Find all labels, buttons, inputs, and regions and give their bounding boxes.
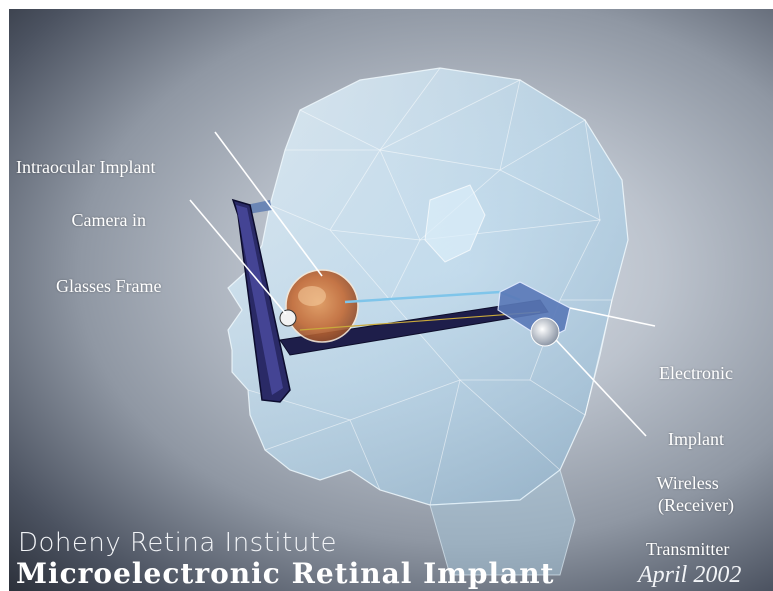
diagram-title: Microelectronic Retinal Implant (16, 557, 555, 590)
head-shape (228, 68, 628, 505)
diagram-date: April 2002 (638, 562, 741, 589)
label-camera: Camera in Glasses Frame (56, 165, 161, 341)
label-camera-line2: Glasses Frame (56, 275, 161, 297)
institute-name: Doheny Retina Institute (18, 528, 337, 558)
transmitter-module (531, 318, 559, 346)
eyeball (286, 270, 358, 342)
label-wireless-line2: Transmitter (646, 538, 729, 560)
camera-module (280, 310, 296, 326)
label-camera-line1: Camera in (56, 209, 161, 231)
label-electronic-line1: Electronic (658, 362, 734, 384)
label-wireless-line1: Wireless (646, 472, 729, 494)
